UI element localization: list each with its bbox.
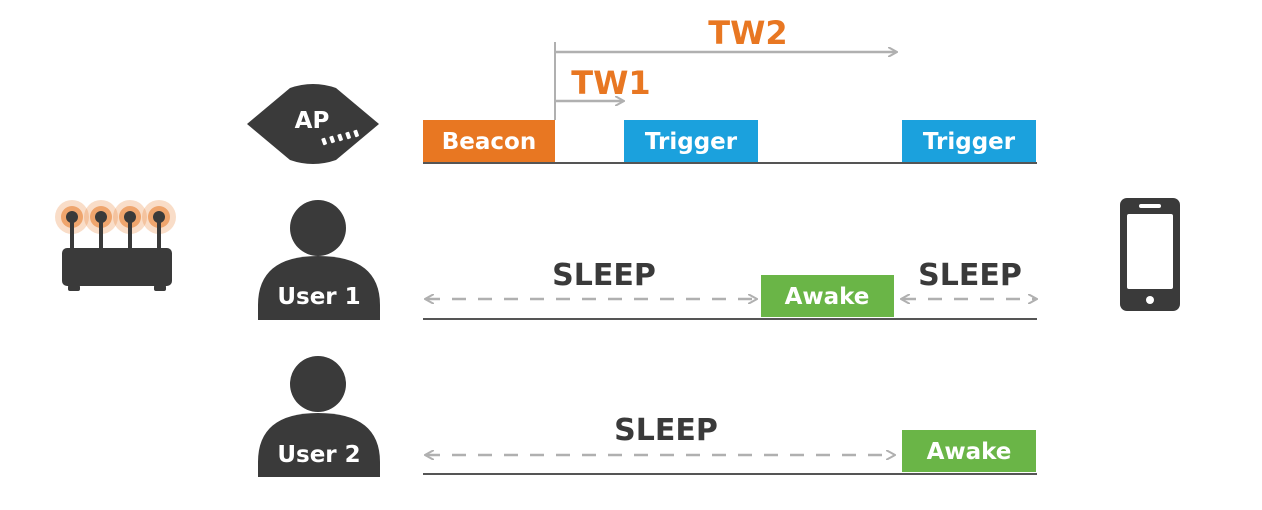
- tw1-label: TW1: [571, 64, 650, 102]
- sleep-label: SLEEP: [918, 258, 1022, 293]
- beacon-label: Beacon: [442, 129, 536, 155]
- user2-timeline: SLEEP Awake: [423, 413, 1037, 475]
- beacon-box: [423, 120, 555, 162]
- awake-box: [761, 275, 894, 317]
- trigger-label: Trigger: [645, 129, 738, 155]
- access-point-icon: AP: [247, 84, 379, 164]
- trigger-box: [902, 120, 1036, 162]
- awake-label: Awake: [785, 284, 870, 310]
- smartphone-icon: [1120, 198, 1180, 311]
- sleep-label: SLEEP: [552, 258, 656, 293]
- user1-label: User 1: [277, 284, 360, 310]
- trigger-label: Trigger: [923, 129, 1016, 155]
- ap-timeline: TW2 TW1 Beacon Trigger Trigger: [423, 14, 1037, 164]
- sleep-label: SLEEP: [614, 413, 718, 448]
- user-icon: User 2: [258, 356, 380, 477]
- awake-label: Awake: [927, 439, 1012, 465]
- ap-label: AP: [295, 108, 330, 134]
- trigger-box: [624, 120, 758, 162]
- user-icon: User 1: [258, 200, 380, 320]
- tw2-label: TW2: [708, 14, 787, 52]
- awake-box: [902, 430, 1036, 472]
- router-icon: [55, 200, 176, 291]
- user2-label: User 2: [277, 442, 360, 468]
- user1-timeline: SLEEP Awake SLEEP: [423, 258, 1037, 320]
